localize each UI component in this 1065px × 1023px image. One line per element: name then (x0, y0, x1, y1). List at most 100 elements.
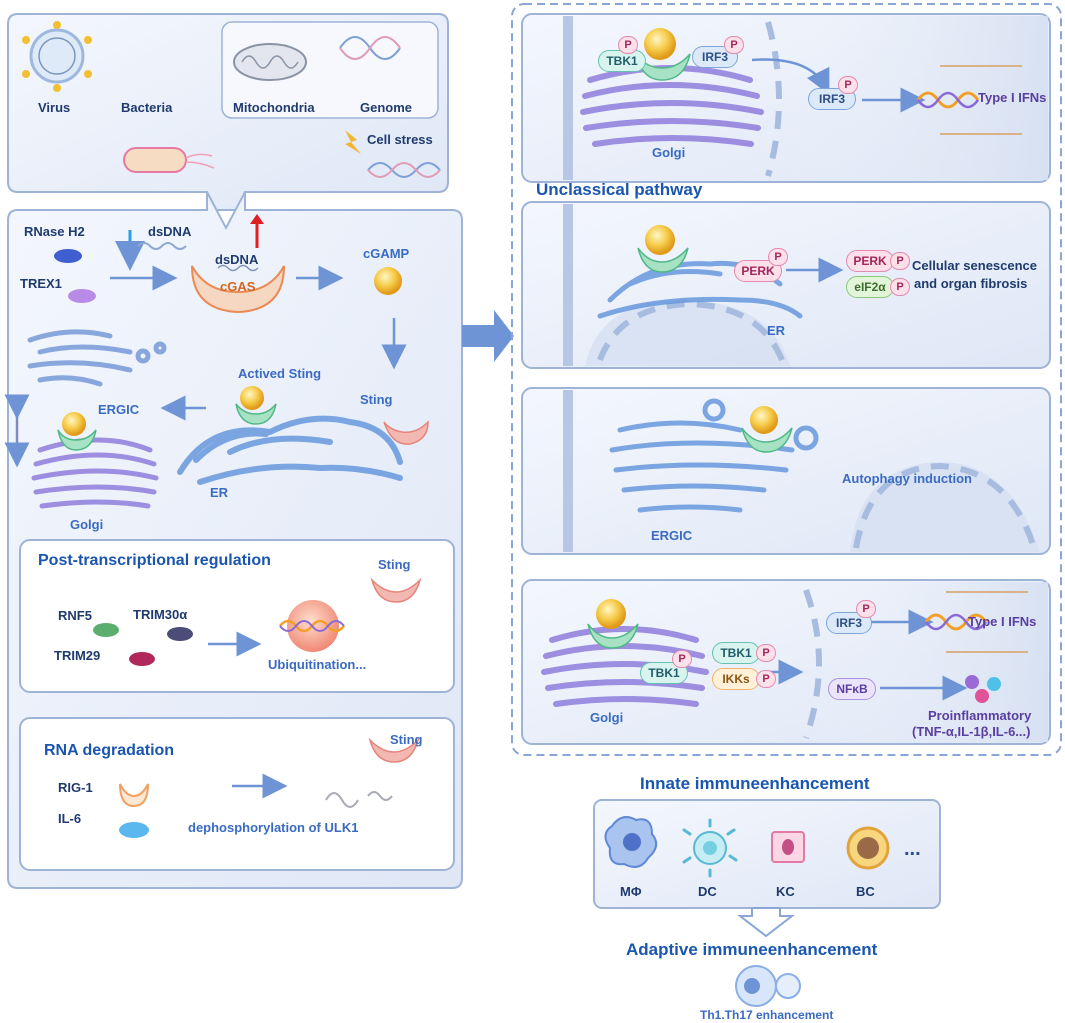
type1-ifns-label: Type I IFNs (978, 90, 1047, 105)
tbk1-p4-phospho: P (672, 650, 692, 668)
rnf5-icon (93, 623, 119, 637)
trim29-label: TRIM29 (54, 648, 101, 663)
perk2-phospho: P (890, 252, 910, 270)
big-arrow-right (462, 310, 514, 362)
genome-label: Genome (360, 100, 413, 115)
virus-icon (22, 21, 92, 92)
irf3-nuclear-phospho: P (838, 76, 858, 94)
th-enhancement-label: Th1.Th17 enhancement (700, 1008, 834, 1022)
rig1-label: RIG-1 (58, 780, 93, 795)
cgas-label: cGAS (220, 279, 256, 294)
adaptive-immune-title: Adaptive immuneenhancement (626, 940, 878, 959)
bc-label: BC (856, 884, 875, 899)
irf3-p4-pill: IRF3 (826, 612, 872, 634)
panel-er-perk (521, 201, 1051, 369)
rna-degradation-title: RNA degradation (44, 742, 175, 759)
golgi-label: Golgi (70, 517, 104, 532)
tbk1-b-pill: TBK1 (712, 642, 760, 664)
dsdna-bound-label: dsDNA (215, 252, 259, 267)
ergic-label: ERGIC (98, 402, 140, 417)
cell-stress-icon (345, 130, 441, 178)
eif2a-phospho: P (890, 278, 910, 296)
cytokines-label: (TNF-α,IL-1β,IL-6...) (912, 724, 1031, 739)
senescence-label: Cellular senescence (912, 258, 1038, 273)
er-icon (177, 415, 403, 485)
panel4-golgi-label: Golgi (590, 710, 624, 725)
trim30a-label: TRIM30α (133, 607, 188, 622)
irf3-p4-phospho: P (856, 600, 876, 618)
cgamp-label: cGAMP (363, 246, 410, 261)
trex1-icon (68, 289, 96, 303)
golgi-cgamp (62, 412, 86, 436)
mphi-label: MΦ (620, 884, 642, 899)
macrophage-icon (604, 816, 658, 868)
golgi-icon (31, 437, 159, 509)
panel-ergic-autophagy (521, 387, 1051, 555)
actived-sting-icon (235, 403, 277, 425)
actived-sting-cgamp (240, 386, 264, 410)
ikks-phospho: P (756, 670, 776, 688)
rna-sting-icon (368, 737, 420, 763)
dsdna-free-label: dsDNA (148, 224, 192, 239)
panel1-golgi-label: Golgi (652, 145, 686, 160)
th-cell-icon (735, 965, 801, 1007)
post-sting-icon (370, 577, 422, 603)
dc-label: DC (698, 884, 717, 899)
post-transcriptional-box (19, 539, 455, 693)
panel-golgi-nfkb (521, 579, 1051, 745)
panel3-ergic-label: ERGIC (651, 528, 693, 543)
sting-icon (383, 420, 429, 445)
rnase-h2-label: RNase H2 (24, 224, 85, 239)
trim29-icon (129, 652, 155, 666)
proinflammatory-label: Proinflammatory (928, 708, 1032, 723)
bacteria-icon (123, 147, 215, 173)
irf3-phospho: P (724, 36, 744, 54)
post-transcriptional-title: Post-transcriptional regulation (38, 552, 271, 569)
unclassical-pathway-title: Unclassical pathway (536, 180, 703, 199)
panel2-er-label: ER (767, 323, 786, 338)
mitochondria-icon (233, 43, 307, 81)
fibrosis-label: and organ fibrosis (914, 276, 1028, 291)
golgi-sting-icon (57, 429, 97, 451)
rnase-h2-icon (54, 249, 82, 263)
cgas-icon (191, 265, 285, 314)
trex1-label: TREX1 (20, 276, 62, 291)
right-dashed-container (511, 3, 1062, 756)
kupffer-cell-icon (771, 831, 805, 863)
innate-immune-title: Innate immuneenhancement (640, 774, 870, 793)
tbk1-b-phospho: P (756, 644, 776, 662)
ergic-icon (27, 329, 167, 387)
tbk1-pill: TBK1 (598, 50, 646, 72)
cgamp-icon (374, 267, 402, 295)
il6-label: IL-6 (58, 811, 82, 826)
ubiquitination-label: Ubiquitination... (268, 657, 367, 672)
nfkb-pill: NFκB (828, 678, 876, 700)
post-sting-label: Sting (378, 557, 411, 572)
eif2a-pill: eIF2α (846, 276, 894, 298)
bacteria-label: Bacteria (121, 100, 173, 115)
type1-ifns-p4-label: Type I IFNs (968, 614, 1037, 629)
tbk1-phospho: P (618, 36, 638, 54)
er-label: ER (210, 485, 229, 500)
b-cell-icon (846, 826, 890, 870)
rna-sting-label: Sting (390, 732, 423, 747)
dendritic-cell-icon (682, 818, 738, 878)
kc-label: KC (776, 884, 795, 899)
degraded-rna-icon (325, 791, 393, 808)
trim30a-icon (167, 627, 193, 641)
dephosphorylation-label: dephosphorylation of ULK1 (188, 820, 359, 835)
mitochondria-label: Mitochondria (233, 100, 315, 115)
more-cells-ellipsis: ... (904, 838, 921, 860)
il6-icon (119, 822, 149, 838)
rnf5-label: RNF5 (58, 608, 92, 623)
tbk1-p4-pill: TBK1 (640, 662, 688, 684)
perk-phospho: P (768, 248, 788, 266)
autophagy-label: Autophagy induction (842, 471, 972, 486)
perk-pill: PERK (734, 260, 782, 282)
sting-label: Sting (360, 392, 393, 407)
ikks-pill: IKKs (712, 668, 760, 690)
panel-golgi-ifn (521, 13, 1051, 183)
perk2-pill: PERK (846, 250, 894, 272)
rig1-icon (119, 783, 149, 808)
